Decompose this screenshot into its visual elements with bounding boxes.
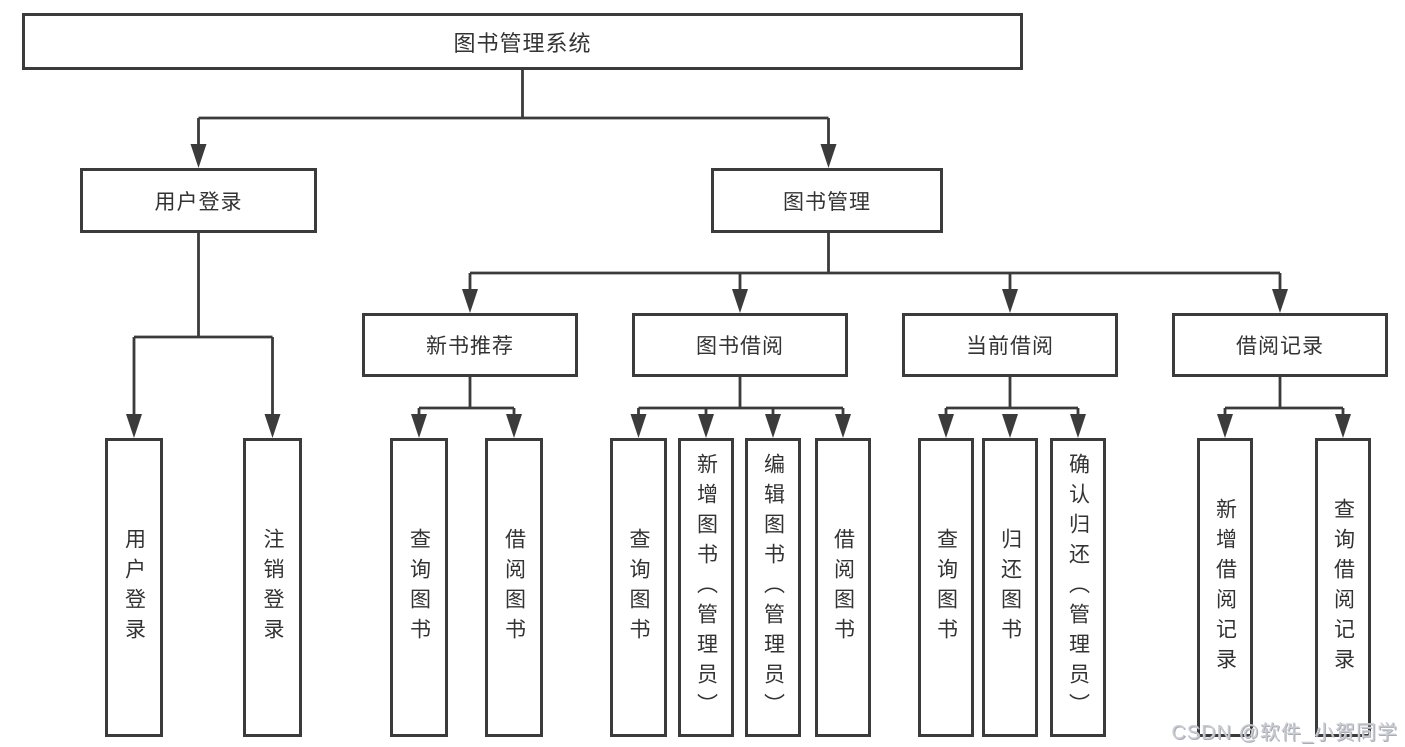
leaf-borrow-books: 借阅图书	[815, 438, 871, 737]
leaf-logout: 注销登录	[243, 438, 302, 737]
connector-book-borrow-group	[637, 377, 845, 416]
leaf-return-books: 归还图书	[982, 438, 1038, 737]
connector-book-mgmt-to-level3	[468, 232, 1282, 291]
connector-current-borrow-group	[944, 377, 1080, 416]
leaf-add-books-admin: 新增图书（管理员）	[678, 438, 734, 737]
connector-borrow-records-group	[1223, 377, 1345, 416]
leaf-query-books-recommend: 查询图书	[390, 438, 448, 737]
leaf-query-borrow-record: 查询借阅记录	[1315, 438, 1371, 737]
node-library-management-system: 图书管理系统	[22, 13, 1023, 70]
node-current-borrowing: 当前借阅	[902, 313, 1118, 377]
node-borrow-records: 借阅记录	[1172, 313, 1388, 377]
leaf-add-borrow-record: 新增借阅记录	[1197, 438, 1253, 737]
connector-user-login-group	[132, 232, 274, 416]
connector-root-to-level2	[197, 70, 830, 146]
csdn-watermark: CSDN @软件_小贺同学	[1171, 722, 1398, 744]
node-user-login: 用户登录	[80, 168, 317, 233]
node-book-borrowing: 图书借阅	[632, 313, 848, 377]
connector-new-book-group	[417, 377, 516, 416]
leaf-edit-books-admin: 编辑图书（管理员）	[745, 438, 801, 737]
node-book-management: 图书管理	[711, 168, 943, 233]
node-new-book-recommend: 新书推荐	[362, 313, 578, 377]
arrowheads	[126, 144, 1351, 438]
leaf-confirm-return-admin: 确认归还（管理员）	[1050, 438, 1106, 737]
leaf-user-login: 用户登录	[105, 438, 163, 737]
leaf-query-books-borrowing: 查询图书	[610, 438, 667, 737]
leaf-borrow-books-recommend: 借阅图书	[485, 438, 543, 737]
leaf-query-books-current: 查询图书	[918, 438, 974, 737]
